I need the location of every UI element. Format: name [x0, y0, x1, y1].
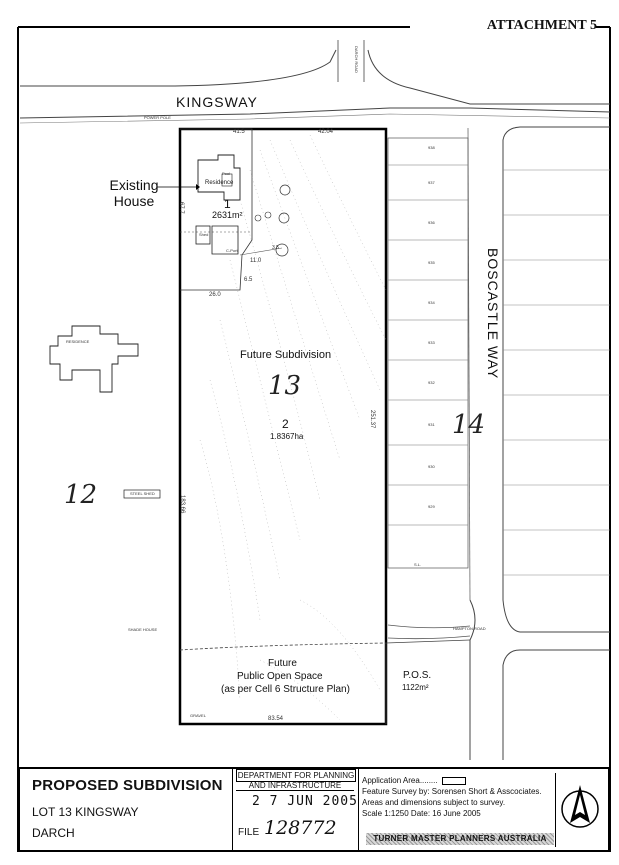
plan-lot: LOT 13 KINGSWAY	[32, 805, 139, 819]
lot-number: 932	[428, 380, 435, 385]
note-application-area: Application Area........	[362, 776, 438, 785]
lot-number: 933	[428, 340, 435, 345]
future-pos-line2: Public Open Space	[237, 671, 323, 682]
power-pole-label: POWER POLE	[144, 115, 171, 120]
existing-house-label: Existing House	[109, 177, 159, 209]
lot-2-number: 2	[282, 417, 289, 431]
gravel-label: GRAVEL	[190, 713, 206, 718]
plan-title: PROPOSED SUBDIVISION	[32, 777, 223, 794]
pos-area: 1122m²	[402, 683, 429, 692]
steel-shed	[123, 489, 161, 499]
lot-number: 937	[428, 180, 435, 185]
application-area-legend-box	[441, 776, 466, 785]
north-arrow-panel	[555, 773, 604, 847]
shed-building	[195, 225, 211, 245]
lot-number: 929	[428, 504, 435, 509]
plan-notes: Application Area........ Feature Survey …	[362, 775, 542, 819]
lot-1-area: 2631m²	[212, 210, 243, 220]
dim-bottom: 83.54	[268, 716, 284, 722]
lot-number: 930	[428, 464, 435, 469]
lot-number: 935	[428, 260, 435, 265]
kingsway-label: KINGSWAY	[176, 94, 258, 110]
firm-name: TURNER MASTER PLANNERS AUSTRALIA	[366, 833, 554, 845]
lot-1-number: 1	[224, 197, 231, 211]
dim-top-left: 41.5	[233, 129, 245, 135]
sl-note: S.L.	[414, 562, 422, 567]
boscastle-lot-lines	[388, 164, 468, 526]
carport-label: C-Port	[226, 248, 238, 253]
boscastle-lots-block	[387, 137, 469, 569]
note-areas: Areas and dimensions subject to survey.	[362, 798, 506, 807]
future-pos-line3: (as per Cell 6 Structure Plan)	[221, 684, 350, 695]
title-panel: PROPOSED SUBDIVISION LOT 13 KINGSWAY DAR…	[20, 769, 233, 850]
boscastle-way-edge	[502, 126, 610, 600]
note-scale-date: Scale 1:1250 Date: 16 June 2005	[362, 809, 481, 818]
darch-road-label: DARCH ROAD	[354, 46, 359, 73]
dim-lot1-short: 6.5	[244, 277, 253, 283]
plan-suburb: DARCH	[32, 826, 75, 840]
residence-building	[197, 154, 241, 201]
lot-13-number: 13	[268, 371, 302, 401]
dpi-stamp: DEPARTMENT FOR PLANNING AND INFRASTRUCTU…	[234, 769, 359, 850]
hampton-road-label: HAMPTON ROAD	[453, 626, 486, 631]
stamp-file-label: FILE	[238, 827, 260, 838]
future-pos-line1: Future	[268, 658, 297, 669]
stamp-department-2: AND INFRASTRUCTURE	[236, 781, 354, 791]
contour-lines	[199, 134, 387, 721]
title-block: PROPOSED SUBDIVISION LOT 13 KINGSWAY DAR…	[18, 767, 610, 852]
dim-tree: 3.5	[272, 245, 279, 251]
dim-left-side: 183.66	[179, 495, 185, 514]
residence-label: Residence	[205, 180, 234, 186]
stamp-department: DEPARTMENT FOR PLANNING	[236, 769, 356, 782]
future-subdivision-label: Future Subdivision	[240, 349, 332, 361]
shade-house-label: SHADE HOUSE	[128, 627, 158, 632]
carport-building	[211, 225, 239, 255]
lot-2-area: 1.8367ha	[270, 432, 304, 441]
lot-number: 938	[428, 145, 435, 150]
dim-right-side: 251.37	[369, 410, 375, 429]
steel-shed-label: STEEL SHED	[130, 491, 155, 496]
shed-label: Shed	[199, 232, 209, 237]
lot-12-number: 12	[64, 480, 98, 510]
dim-lot1-bottom: 26.0	[209, 292, 221, 298]
pool-label: Pool	[222, 171, 231, 176]
lot-number: 931	[428, 422, 435, 427]
dim-lot1-diag: 11.0	[250, 258, 262, 264]
pos-line	[179, 642, 387, 651]
stamp-date: 2 7 JUN 2005	[252, 794, 358, 809]
stamp-file-number: 128772	[264, 817, 337, 839]
lot-14-number: 14	[452, 410, 486, 440]
lot-number: 936	[428, 220, 435, 225]
lot-12-residence-label: RESIDENCE	[66, 339, 90, 344]
pos-label: P.O.S.	[403, 670, 432, 681]
note-survey: Feature Survey by: Sorensen Short & Assc…	[362, 787, 542, 796]
dim-top-right: 42.04	[318, 129, 334, 135]
boscastle-way-label: BOSCASTLE WAY	[485, 248, 501, 380]
lot-number: 934	[428, 300, 435, 305]
lot-12-residence	[49, 325, 139, 393]
north-arrow-icon	[561, 785, 599, 828]
lot-1-boundary	[180, 128, 253, 291]
application-area-boundary	[178, 127, 388, 726]
dim-lot1-side: 67.7	[178, 202, 184, 214]
kingsway-south-edge	[19, 107, 611, 119]
attachment-label: ATTACHMENT 5	[486, 18, 597, 33]
kingsway-north-edge	[20, 49, 337, 87]
